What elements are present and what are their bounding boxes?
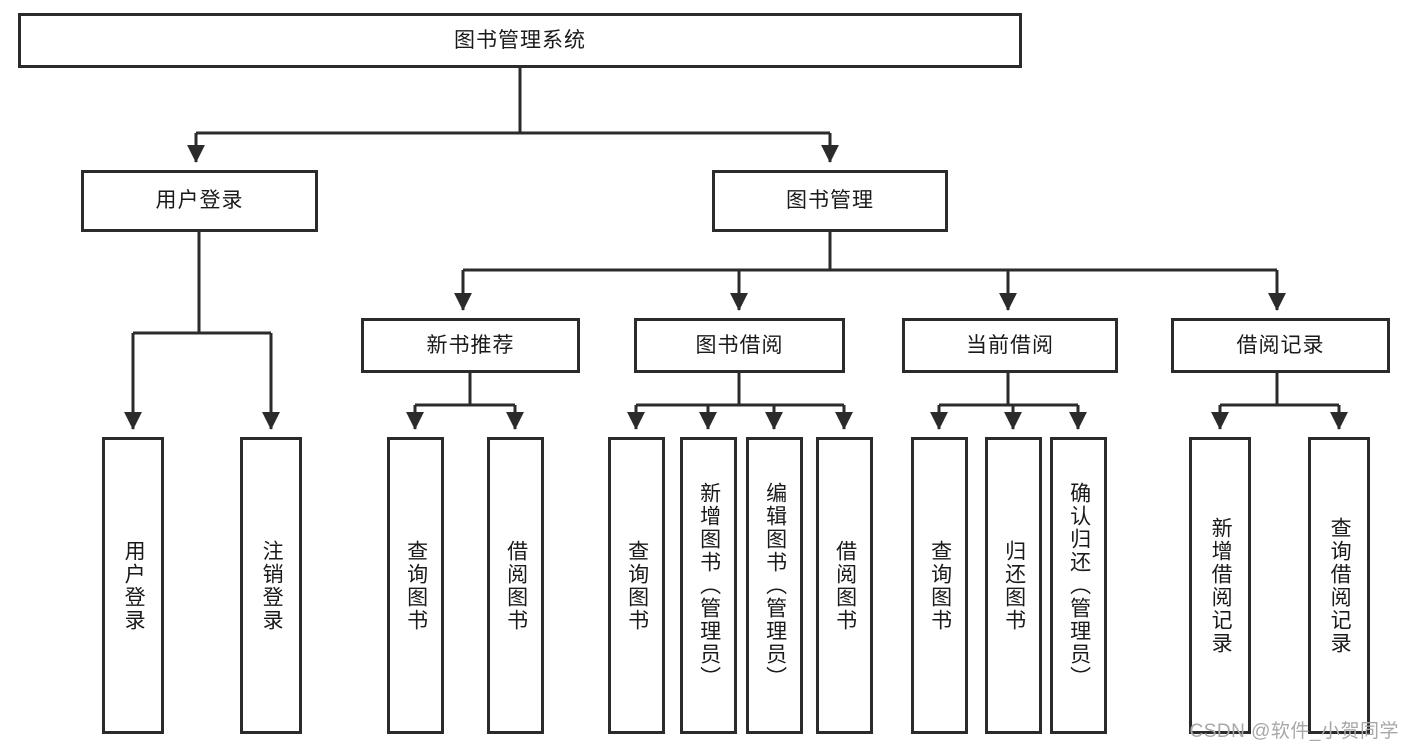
node-borrow-records[interactable]: 借阅记录	[1171, 318, 1390, 373]
leaf-add-book-admin[interactable]: 新增图书（管理员）	[680, 437, 737, 734]
leaf-borrow-book[interactable]: 借阅图书	[816, 437, 873, 734]
node-new-book-recommend-label: 新书推荐	[426, 333, 515, 357]
node-book-borrow[interactable]: 图书借阅	[634, 318, 845, 373]
leaf-query-borrow-record-label: 查询借阅记录	[1328, 516, 1352, 655]
leaf-query-book-borrow-label: 查询图书	[625, 539, 649, 632]
leaf-add-borrow-record-label: 新增借阅记录	[1209, 516, 1233, 655]
node-root-label: 图书管理系统	[454, 28, 586, 52]
leaf-confirm-return-admin-label: 确认归还（管理员）	[1067, 482, 1091, 689]
leaf-return-book-label: 归还图书	[1002, 539, 1026, 632]
node-current-borrow[interactable]: 当前借阅	[902, 318, 1118, 373]
leaf-query-book-new-label: 查询图书	[404, 539, 428, 632]
node-new-book-recommend[interactable]: 新书推荐	[361, 318, 580, 373]
watermark-text: CSDN @软件_小贺同学	[1189, 721, 1399, 742]
leaf-add-book-admin-label: 新增图书（管理员）	[697, 482, 721, 689]
node-book-management-label: 图书管理	[786, 189, 874, 213]
node-book-management[interactable]: 图书管理	[712, 170, 948, 232]
leaf-user-login-label: 用户登录	[122, 539, 146, 632]
leaf-query-book-current[interactable]: 查询图书	[911, 437, 968, 734]
leaf-query-book-borrow[interactable]: 查询图书	[608, 437, 665, 734]
leaf-confirm-return-admin[interactable]: 确认归还（管理员）	[1050, 437, 1107, 734]
leaf-borrow-book-new-label: 借阅图书	[504, 539, 528, 632]
leaf-logout[interactable]: 注销登录	[240, 437, 302, 734]
node-root[interactable]: 图书管理系统	[18, 13, 1022, 68]
leaf-user-login[interactable]: 用户登录	[102, 437, 164, 734]
leaf-borrow-book-new[interactable]: 借阅图书	[487, 437, 544, 734]
leaf-logout-label: 注销登录	[260, 539, 284, 632]
leaf-add-borrow-record[interactable]: 新增借阅记录	[1189, 437, 1251, 734]
leaf-edit-book-admin-label: 编辑图书（管理员）	[763, 482, 787, 689]
node-user-login-label: 用户登录	[155, 189, 244, 213]
leaf-query-book-new[interactable]: 查询图书	[387, 437, 444, 734]
node-user-login[interactable]: 用户登录	[81, 170, 318, 232]
node-borrow-records-label: 借阅记录	[1236, 333, 1325, 357]
leaf-query-book-current-label: 查询图书	[928, 539, 952, 632]
leaf-query-borrow-record[interactable]: 查询借阅记录	[1308, 437, 1370, 734]
node-book-borrow-label: 图书借阅	[695, 333, 784, 357]
leaf-borrow-book-label: 借阅图书	[833, 539, 857, 632]
node-current-borrow-label: 当前借阅	[966, 333, 1054, 357]
leaf-return-book[interactable]: 归还图书	[985, 437, 1042, 734]
leaf-edit-book-admin[interactable]: 编辑图书（管理员）	[746, 437, 803, 734]
